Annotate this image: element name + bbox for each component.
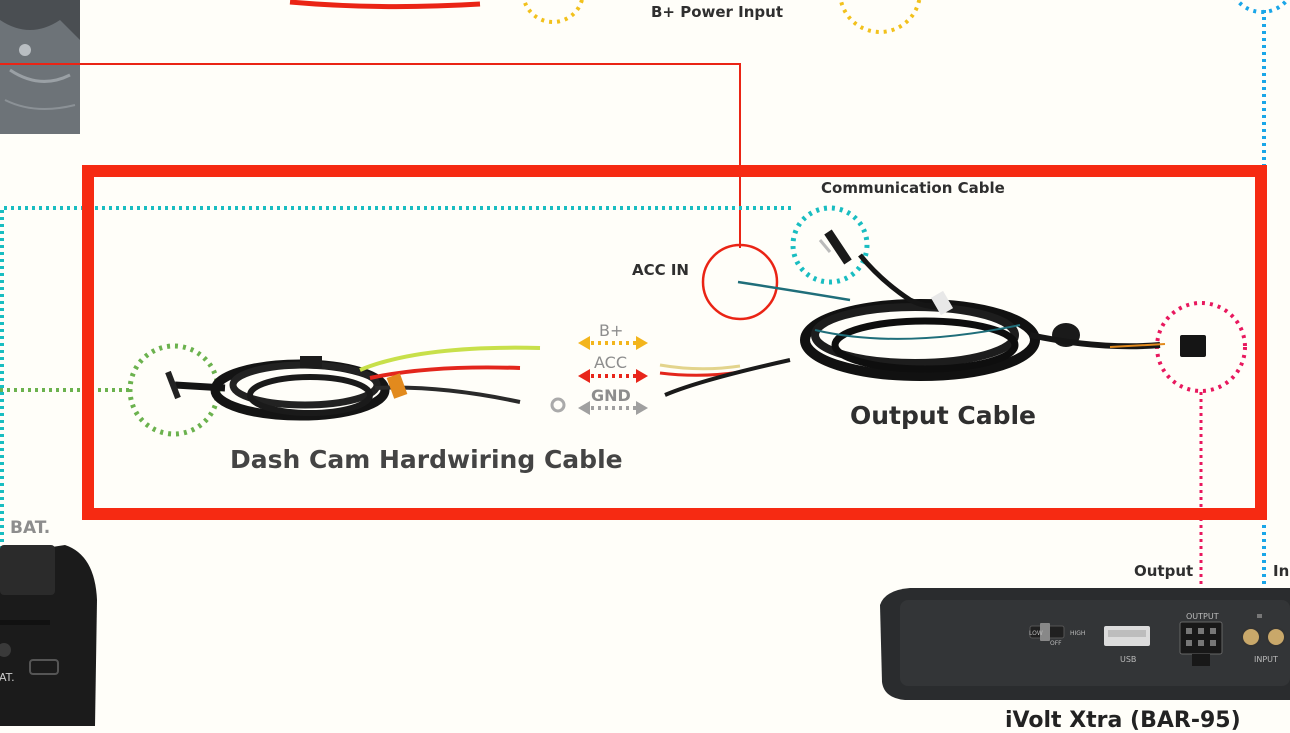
b-power-input-label: B+ Power Input (651, 3, 784, 21)
hardwiring-kit-frame (82, 165, 1267, 520)
b-plus-wire-label: B+ (599, 321, 624, 340)
acc-wire-label: ACC (594, 353, 628, 372)
port-label-input: INPUT (1254, 655, 1278, 664)
bat-top-label: BAT. (10, 518, 51, 538)
acc-in-circle (701, 243, 779, 321)
yellow-dotted-circle-left (522, 0, 584, 24)
communication-cable-label: Communication Cable (821, 179, 1005, 197)
dash-cam-device (0, 545, 97, 726)
bat-port-label: AT. (0, 671, 15, 684)
port-label-output: OUTPUT (1186, 612, 1219, 621)
communication-dotted-circle (790, 205, 870, 285)
blue-dotted-circle-top (1234, 0, 1290, 14)
gnd-wire-label: GND (591, 386, 631, 405)
acc-in-label: ACC IN (632, 261, 689, 279)
port-label-usb: USB (1120, 655, 1137, 664)
output-cable-label: Output Cable (850, 401, 1036, 430)
output-label: Output (1134, 562, 1194, 580)
dash-cam-hardwiring-cable (165, 345, 566, 421)
red-cable-top (289, 0, 481, 10)
output-cable (659, 229, 1206, 397)
switch-label-high: HIGH (1070, 630, 1086, 637)
input-label: In (1273, 562, 1290, 580)
switch-label-off: OFF (1050, 640, 1062, 647)
vehicle-photo-fragment (0, 0, 80, 134)
device-name-label: iVolt Xtra (BAR-95) (1005, 708, 1241, 733)
wire-connection-arrows (578, 336, 648, 415)
ivolt-xtra-device (880, 588, 1290, 700)
dash-cam-hardwiring-cable-label: Dash Cam Hardwiring Cable (230, 445, 623, 474)
switch-label-low: LOW (1029, 630, 1043, 637)
yellow-dotted-circle-right (838, 0, 922, 34)
acc-in-line (0, 63, 741, 248)
